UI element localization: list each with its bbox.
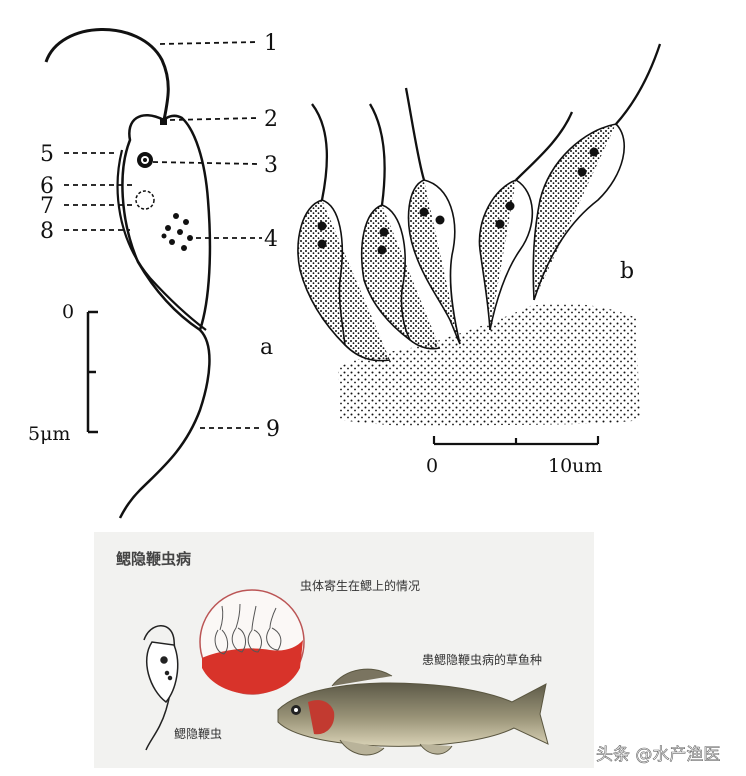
magnified-gill-circle	[199, 589, 305, 695]
callout-4: 4	[264, 227, 278, 252]
cell-body	[121, 114, 212, 332]
kinetoplast	[135, 190, 155, 210]
panel-label-b: b	[620, 259, 634, 284]
callout-6: 6	[40, 174, 54, 199]
grass-carp-fish	[277, 668, 549, 756]
posterior-flagellum	[118, 329, 211, 519]
scale-a-top: 0	[62, 301, 74, 323]
panel-label-a: a	[260, 335, 273, 360]
scale-b-left: 0	[426, 455, 438, 477]
callout-lines	[64, 41, 262, 429]
basal-body	[160, 118, 167, 125]
scale-bar-a	[86, 310, 98, 434]
scale-bar-b	[432, 436, 600, 446]
illustration-title: 鳃隐鞭虫病	[116, 550, 191, 568]
watermark: 头条 @水产渔医	[596, 745, 720, 765]
callout-7: 7	[40, 194, 54, 219]
scale-a-bottom: 5μm	[28, 423, 70, 445]
undulating-membrane	[116, 149, 207, 331]
food-granules	[161, 213, 193, 251]
scale-b-right: 10um	[548, 455, 602, 477]
callout-8: 8	[40, 219, 54, 244]
callout-9: 9	[266, 417, 280, 442]
caption-fish: 患鳃隐鞭虫病的草鱼种	[422, 652, 542, 667]
callout-5: 5	[40, 142, 54, 167]
anterior-flagellum	[44, 28, 170, 121]
figure-a: 1 2 3 4 5 6 7 8 9 a 0 5μm	[28, 28, 280, 519]
parasite-sketch	[143, 625, 179, 751]
callout-3: 3	[264, 153, 278, 178]
caption-circle: 虫体寄生在鳃上的情况	[300, 578, 420, 593]
figure-b: b 0 10um	[297, 43, 662, 477]
caption-parasite: 鳃隐鞭虫	[174, 727, 222, 741]
illustration-panel: 鳃隐鞭虫病 鳃隐鞭虫 虫体寄生在鳃上的情况	[94, 532, 594, 768]
attached-parasites	[297, 43, 662, 362]
callout-1: 1	[264, 31, 278, 56]
gill-tissue	[338, 303, 640, 427]
callout-2: 2	[264, 107, 278, 132]
